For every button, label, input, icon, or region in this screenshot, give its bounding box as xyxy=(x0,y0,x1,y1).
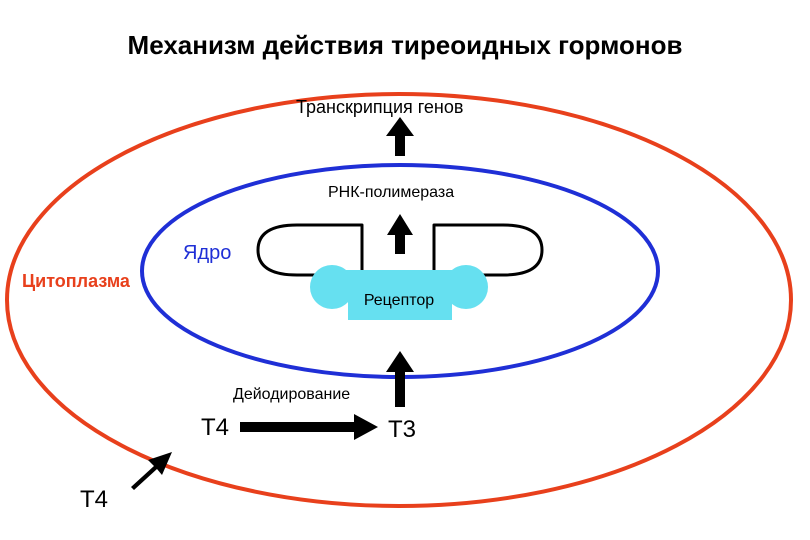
label-nucleus: Ядро xyxy=(183,242,232,264)
dna-loop-right xyxy=(432,223,544,277)
label-receptor: Рецептор xyxy=(363,292,435,309)
label-t4-cytoplasm: Т4 xyxy=(201,414,230,441)
label-t3: Т3 xyxy=(388,416,417,443)
arrow-up-transcription xyxy=(386,117,414,156)
receptor-shape xyxy=(310,265,488,320)
arrow-up-t3-to-receptor xyxy=(386,351,414,407)
label-rna-polymerase: РНК-полимераза xyxy=(328,184,455,201)
arrow-diagonal-t4-entry xyxy=(131,452,172,490)
arrow-up-rna-polymerase xyxy=(387,214,413,254)
dna-loop-left xyxy=(256,223,364,277)
cell-membrane xyxy=(5,92,793,508)
label-deiodination: Дейодирование xyxy=(233,386,351,403)
diagram-title: Механизм действия тиреоидных гормонов xyxy=(127,30,683,60)
label-t4-extracellular: Т4 xyxy=(80,486,109,513)
label-gene-transcription: Транскрипция генов xyxy=(296,97,464,117)
arrow-right-deiodination xyxy=(240,414,378,440)
label-cytoplasm: Цитоплазма xyxy=(22,271,130,291)
